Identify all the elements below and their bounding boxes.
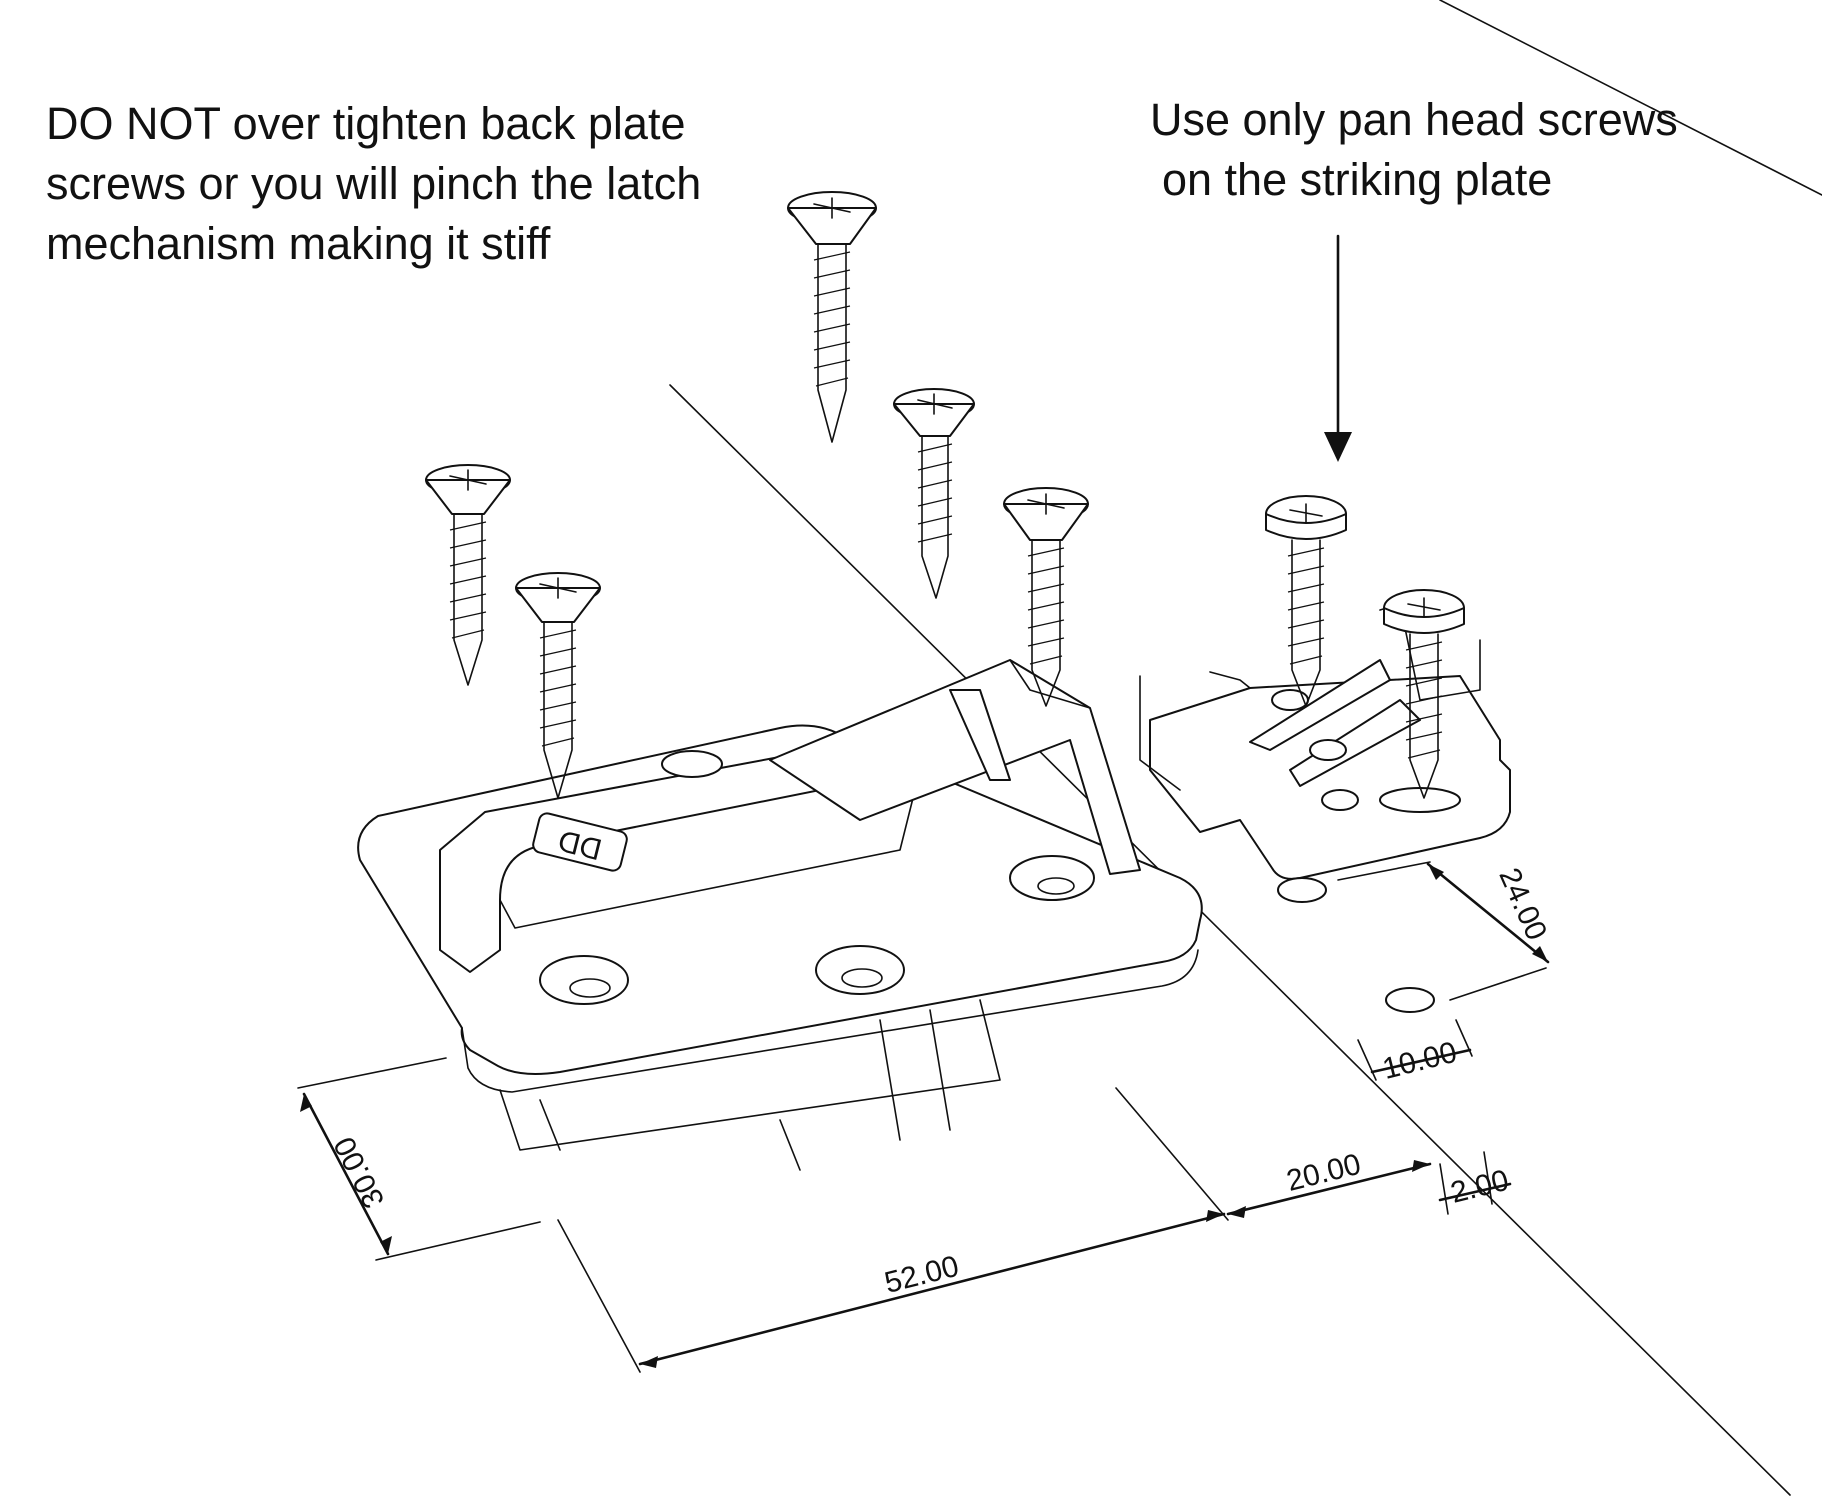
screws [425,191,1465,799]
latch-back-plate: DD [357,659,1203,1171]
back-plate-warning-note: DO NOT over tighten back plate screws or… [46,94,701,274]
back-plate-warning-line-1: DO NOT over tighten back plate [46,98,686,149]
striking-plate [1139,603,1511,1013]
striking-plate-note: Use only pan head screws on the striking… [1150,90,1678,210]
dimension-10: 10.00 [1379,1036,1460,1086]
countersunk-screw-3 [787,191,877,443]
striking-plate-arrow [1324,234,1352,462]
back-plate-warning-line-3: mechanism making it stiff [46,218,551,269]
latch-badge [532,812,628,872]
construction-lines [669,0,1822,1496]
striking-plate-note-line-1: Use only pan head screws [1150,94,1678,145]
pan-head-screw-2 [1383,589,1465,799]
dimension-24: 24.00 [1492,863,1553,945]
pan-head-screw-1 [1265,495,1347,707]
back-plate-warning-line-2: screws or you will pinch the latch [46,158,702,209]
countersunk-screw-1 [425,464,511,686]
dimension-30: 30.00 [328,1131,391,1213]
striking-plate-note-line-2: on the striking plate [1162,154,1553,205]
dimension-lines [297,861,1550,1373]
countersunk-screw-4 [893,388,975,599]
countersunk-screw-2 [515,572,601,799]
dimension-2: 2.00 [1447,1164,1512,1210]
countersunk-screw-5 [1003,487,1089,707]
